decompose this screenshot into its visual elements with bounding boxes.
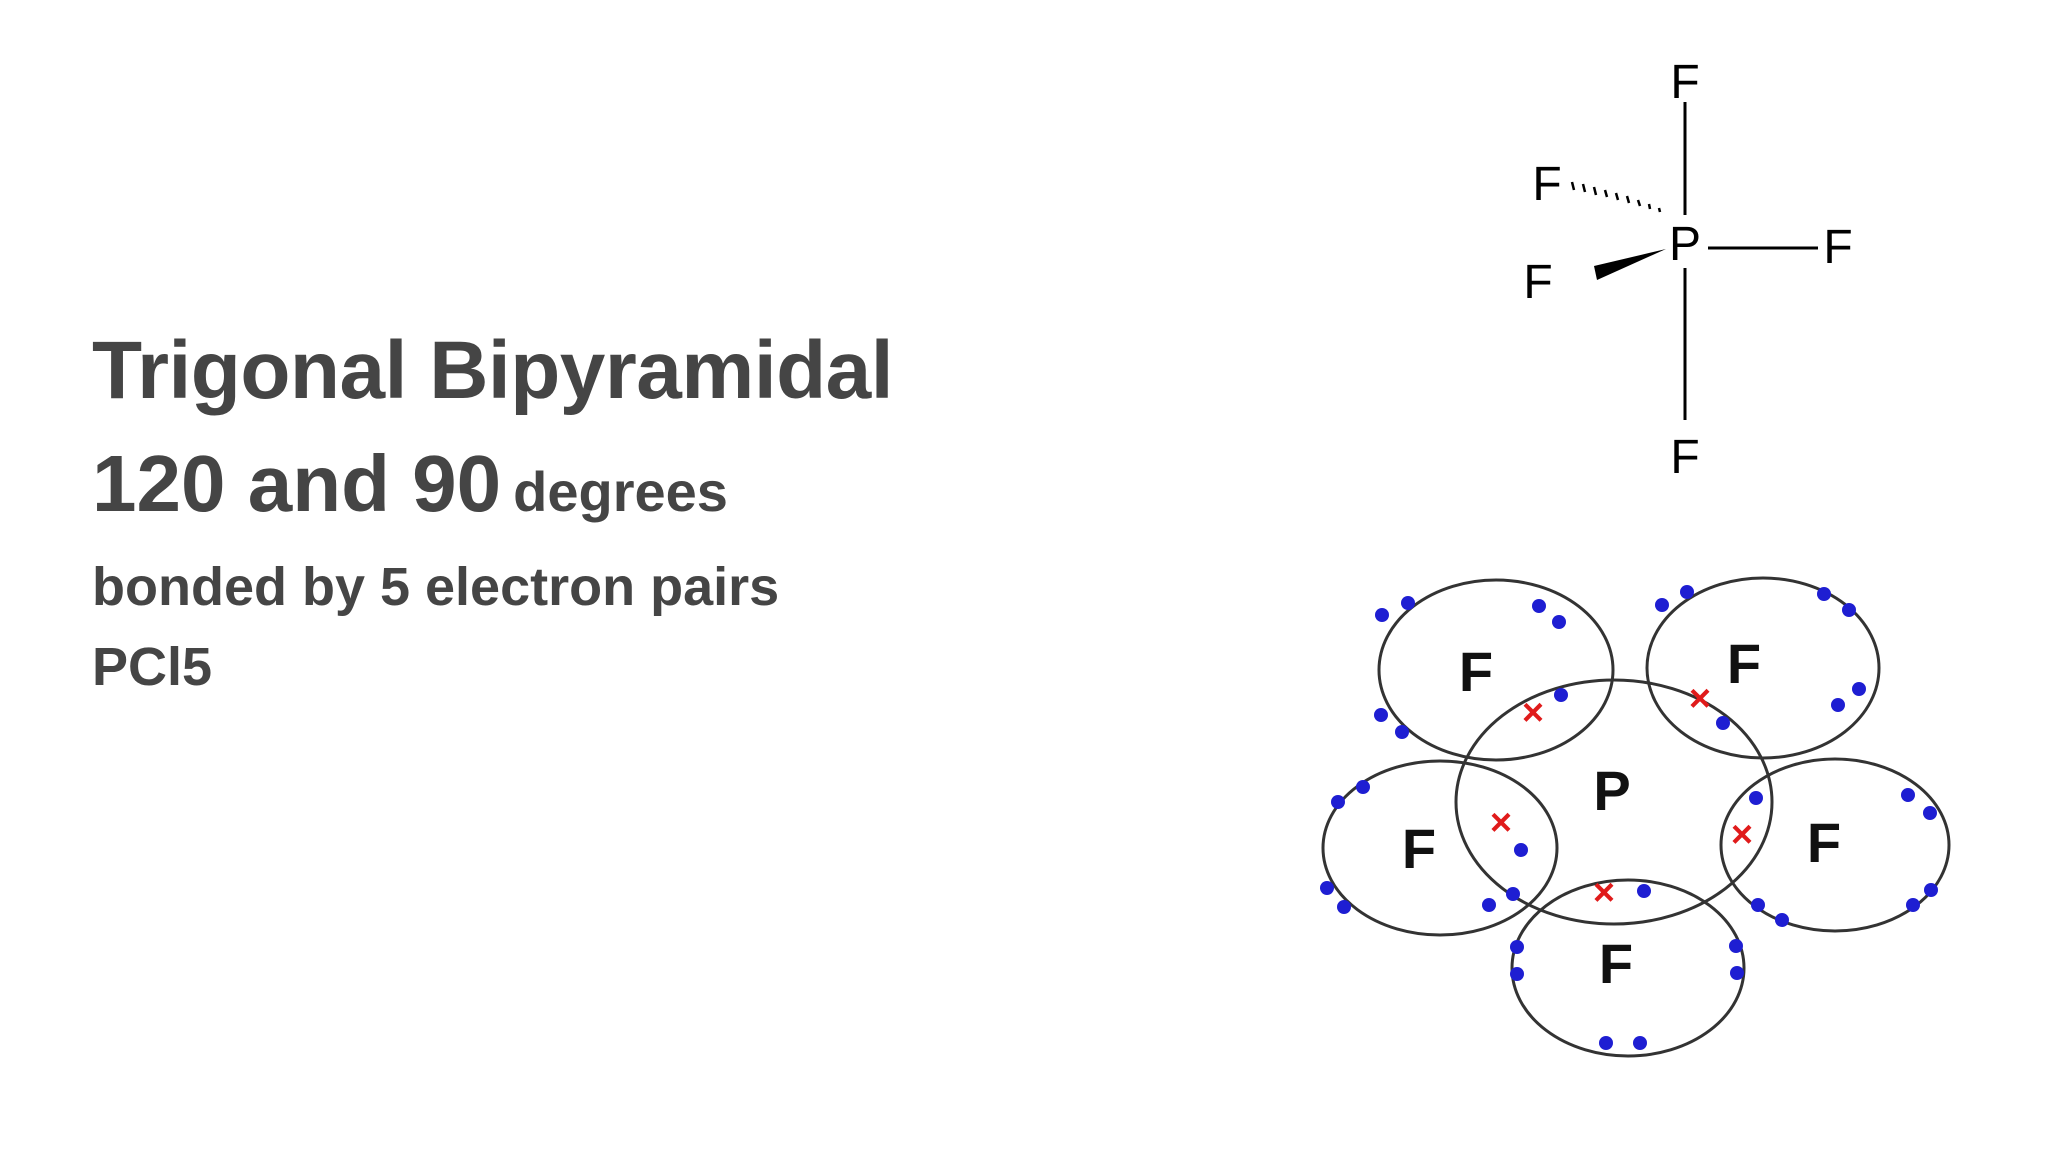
dashed-bond (1570, 181, 1662, 213)
structural-formula: P F F F F F (1523, 56, 1852, 484)
molecule-formula: PCl5 (92, 637, 213, 697)
structure-front-left-atom: F (1523, 256, 1552, 309)
diagram-f-top-right: F (1727, 632, 1761, 695)
diagram-f-right: F (1807, 811, 1841, 874)
diagram-f-bottom: F (1599, 932, 1633, 995)
cross-top-left: × (1522, 692, 1544, 734)
cross-right: × (1731, 814, 1753, 856)
structure-back-left-atom: F (1532, 158, 1561, 211)
cross-left: × (1490, 802, 1512, 844)
cross-bottom: × (1593, 872, 1615, 914)
shell-f-left (1321, 759, 1559, 937)
shell-f-bottom (1510, 878, 1746, 1058)
diagram-f-left: F (1402, 817, 1436, 880)
dot-cross-diagram: P F F F F F × × × × × (1320, 576, 1951, 1058)
shell-f-top-left (1377, 578, 1615, 762)
angle-unit: degrees (513, 460, 728, 523)
diagram-center-atom: P (1593, 759, 1630, 822)
electron-pairs-text: bonded by 5 electron pairs (92, 557, 780, 617)
slide-title: Trigonal Bipyramidal (92, 325, 894, 416)
electron-shells (1321, 576, 1951, 1058)
structure-top-atom: F (1670, 56, 1699, 109)
wedge-bond (1594, 249, 1666, 280)
cross-top-right: × (1689, 678, 1711, 720)
shared-dots (1514, 688, 1763, 898)
structure-center-atom: P (1669, 218, 1701, 271)
shell-f-top-right (1645, 576, 1881, 760)
structure-bottom-atom: F (1670, 431, 1699, 484)
lone-pair-dots (1320, 585, 1938, 1050)
shell-p (1454, 678, 1774, 926)
angle-value: 120 and 90 (92, 439, 502, 528)
structure-right-atom: F (1823, 221, 1852, 274)
diagram-f-top-left: F (1459, 640, 1493, 703)
shell-f-right (1719, 757, 1951, 933)
